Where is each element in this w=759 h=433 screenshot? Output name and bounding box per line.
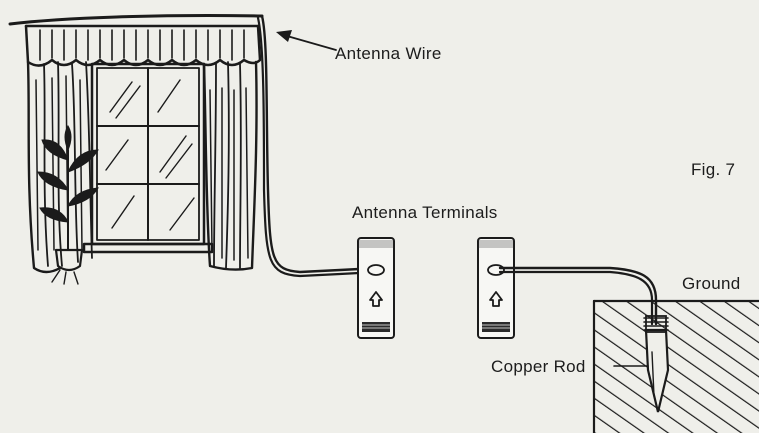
- left-curtain: [26, 60, 93, 274]
- antenna-wire: [256, 14, 380, 278]
- up-arrow-icon: [489, 291, 503, 307]
- antenna-terminal-left: [357, 237, 395, 339]
- antenna-wire-pointer: [276, 30, 337, 51]
- ground: [592, 299, 759, 433]
- curtain-valance: [24, 24, 262, 67]
- ground-label: Ground: [682, 274, 741, 293]
- up-arrow-icon: [369, 291, 383, 307]
- window-pane: [82, 62, 214, 254]
- antenna-wire-label: Antenna Wire: [335, 44, 442, 63]
- antenna-terminal-right: [477, 237, 515, 339]
- right-curtain: [202, 60, 258, 271]
- potted-plant: [37, 125, 99, 285]
- window-with-curtains: [8, 13, 264, 285]
- terminal-screw: [367, 264, 385, 276]
- antenna-terminals-label: Antenna Terminals: [352, 203, 498, 222]
- terminal-screw: [487, 264, 505, 276]
- copper-rod-label: Copper Rod: [491, 357, 586, 376]
- copper-rod: [643, 315, 670, 413]
- figure-label: Fig. 7: [691, 160, 736, 179]
